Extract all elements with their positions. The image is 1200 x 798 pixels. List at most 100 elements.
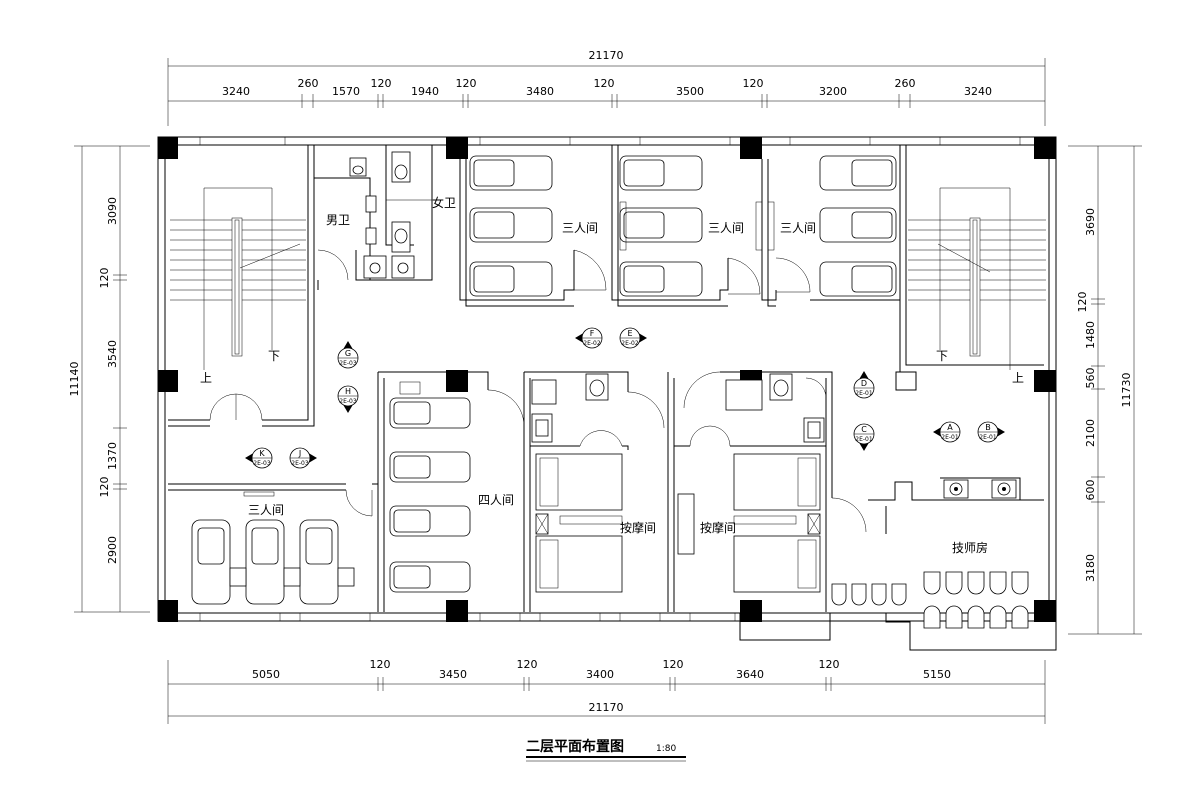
dim-left-total: 11140 xyxy=(68,362,81,397)
drawing-title-block: 二层平面布置图 1:80 xyxy=(526,738,686,762)
elevation-marker: A 2E-01 xyxy=(933,421,961,443)
room-label-female-wc: 女卫 xyxy=(432,195,456,210)
elevation-marker: K 2E-03 xyxy=(245,447,273,469)
marker-letter: D xyxy=(861,379,867,388)
interior-walls xyxy=(168,145,1044,612)
dim-bottom-seg: 5150 xyxy=(923,668,951,681)
dim-bottom-seg: 3400 xyxy=(586,668,614,681)
marker-ref: 2E-01 xyxy=(941,434,959,441)
marker-ref: 2E-01 xyxy=(855,436,873,443)
dim-top-seg: 3500 xyxy=(676,85,704,98)
marker-ref: 2E-03 xyxy=(253,460,271,467)
right-dimensions: 11730 3690 120 1480 560 2100 600 3180 xyxy=(1068,145,1142,635)
dim-top-seg: 120 xyxy=(456,77,477,90)
room-labels: 男卫 女卫 三人间 三人间 三人间 四人间 按摩间 按摩间 三人间 技师房 xyxy=(248,195,988,555)
dim-right-seg: 560 xyxy=(1084,368,1097,389)
dim-top-seg: 3240 xyxy=(222,85,250,98)
structural-columns xyxy=(158,137,1056,622)
dim-bottom-seg: 3640 xyxy=(736,668,764,681)
room-label-three-person: 三人间 xyxy=(780,221,816,235)
dim-left-seg: 1370 xyxy=(106,442,119,470)
marker-ref: 2E-01 xyxy=(855,390,873,397)
marker-ref: 2E-02 xyxy=(583,340,601,347)
dim-left-seg: 2900 xyxy=(106,536,119,564)
stair-up-label: 上 xyxy=(200,371,212,385)
left-staircase: 上 下 xyxy=(170,187,306,385)
right-staircase: 下 上 xyxy=(908,187,1046,385)
marker-letter: E xyxy=(627,329,632,338)
dim-top-seg: 260 xyxy=(895,77,916,90)
dim-bottom-seg: 3450 xyxy=(439,668,467,681)
dim-right-seg: 600 xyxy=(1084,480,1097,501)
dim-top-seg: 3200 xyxy=(819,85,847,98)
dim-top-seg: 120 xyxy=(743,77,764,90)
elevation-markers: F2E-02E2E-02G2E-03H2E-03K2E-03J2E-03D2E-… xyxy=(245,327,1005,469)
dim-top-seg: 260 xyxy=(298,77,319,90)
marker-letter: H xyxy=(345,387,351,396)
dim-bottom-total: 21170 xyxy=(589,701,624,714)
marker-letter: A xyxy=(947,423,953,432)
room-label-four-person: 四人间 xyxy=(478,493,514,507)
dim-top-seg: 120 xyxy=(594,77,615,90)
dim-right-seg: 2100 xyxy=(1084,419,1097,447)
marker-ref: 2E-03 xyxy=(339,360,357,367)
dim-right-seg: 1480 xyxy=(1084,321,1097,349)
drawing-title: 二层平面布置图 xyxy=(526,738,624,755)
marker-ref: 2E-03 xyxy=(339,398,357,405)
marker-letter: J xyxy=(298,449,301,458)
marker-letter: G xyxy=(345,349,351,358)
marker-ref: 2E-01 xyxy=(979,434,997,441)
doors xyxy=(209,249,867,533)
marker-letter: F xyxy=(590,329,595,338)
dim-top-seg: 1940 xyxy=(411,85,439,98)
elevation-marker: B 2E-01 xyxy=(977,421,1005,443)
room-label-three-person: 三人间 xyxy=(708,221,744,235)
marker-letter: C xyxy=(861,425,867,434)
elevation-marker: F 2E-02 xyxy=(575,327,603,349)
bottom-dimensions: 5050 120 3450 120 3400 120 3640 120 5150… xyxy=(167,658,1046,724)
marker-letter: B xyxy=(985,423,991,432)
dim-bottom-seg: 120 xyxy=(370,658,391,671)
dim-left-seg: 120 xyxy=(98,477,111,498)
dim-left-seg: 120 xyxy=(98,268,111,289)
room-label-massage: 按摩间 xyxy=(620,520,656,535)
toilet-fixtures xyxy=(349,151,827,443)
dim-left-seg: 3090 xyxy=(106,197,119,225)
elevation-marker: H 2E-03 xyxy=(337,385,359,413)
left-dimensions: 11140 3090 120 3540 1370 120 2900 xyxy=(68,145,150,613)
dim-bottom-seg: 120 xyxy=(663,658,684,671)
dim-top-seg: 1570 xyxy=(332,85,360,98)
marker-ref: 2E-03 xyxy=(291,460,309,467)
stair-up-label: 上 xyxy=(1012,371,1024,385)
room-label-male-wc: 男卫 xyxy=(326,213,350,227)
elevation-marker: E 2E-02 xyxy=(619,327,647,349)
dim-right-total: 11730 xyxy=(1120,373,1133,408)
room-label-three-person: 三人间 xyxy=(562,221,598,235)
elevation-marker: J 2E-03 xyxy=(289,447,317,469)
room-label-three-person: 三人间 xyxy=(248,503,284,517)
dim-top-seg: 3240 xyxy=(964,85,992,98)
dim-bottom-seg: 120 xyxy=(819,658,840,671)
dim-left-seg: 3540 xyxy=(106,340,119,368)
marker-letter: K xyxy=(259,449,265,458)
furniture xyxy=(191,155,1029,629)
elevation-marker: G 2E-03 xyxy=(337,341,359,369)
elevation-marker: C 2E-01 xyxy=(853,423,875,451)
drawing-scale: 1:80 xyxy=(656,744,676,754)
dim-right-seg: 3690 xyxy=(1084,208,1097,236)
dim-top-seg: 120 xyxy=(371,77,392,90)
dim-bottom-seg: 5050 xyxy=(252,668,280,681)
dim-top-seg: 3480 xyxy=(526,85,554,98)
stair-down-label: 下 xyxy=(936,349,948,363)
room-label-technician: 技师房 xyxy=(952,540,988,555)
dim-right-seg: 3180 xyxy=(1084,554,1097,582)
dim-right-seg: 120 xyxy=(1076,292,1089,313)
dim-top-total: 21170 xyxy=(589,49,624,62)
top-dimensions: 21170 3240 260 1570 120 1940 120 3480 12… xyxy=(167,49,1046,126)
dim-bottom-seg: 120 xyxy=(517,658,538,671)
elevation-marker: D 2E-01 xyxy=(853,371,875,399)
stair-down-label: 下 xyxy=(268,349,280,363)
marker-ref: 2E-02 xyxy=(621,340,639,347)
room-label-massage: 按摩间 xyxy=(700,520,736,535)
